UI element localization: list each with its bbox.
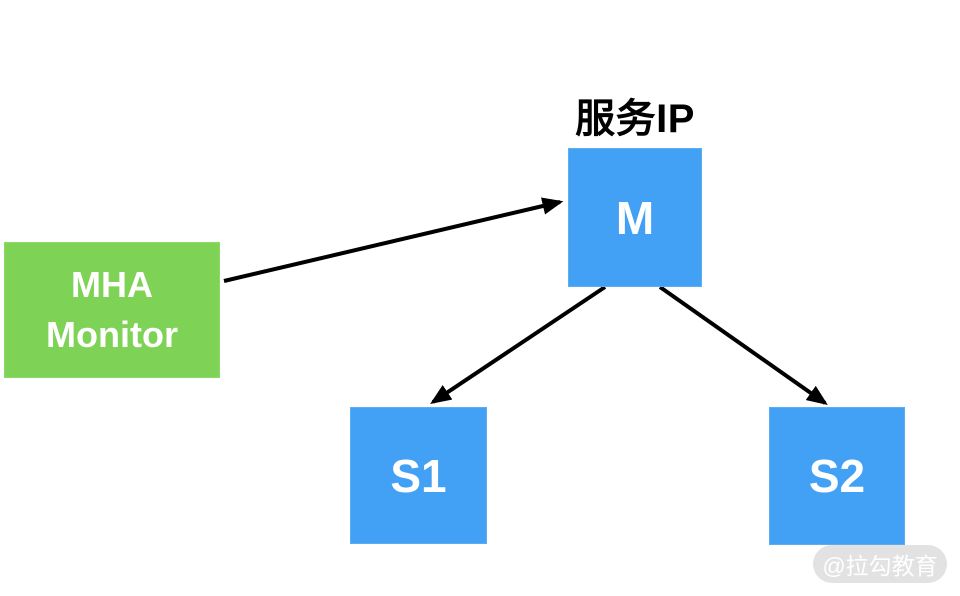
- node-slave1-label: S1: [390, 449, 447, 502]
- watermark-badge: @拉勾教育: [813, 545, 947, 583]
- diagram-title: 服务IP: [575, 97, 695, 141]
- node-mha-monitor: MHA Monitor: [4, 242, 220, 378]
- arrow-monitor-to-master: [223, 197, 564, 283]
- node-master-label: M: [615, 191, 655, 244]
- node-master: M: [568, 148, 702, 287]
- node-slave1: S1: [350, 407, 487, 544]
- node-slave2-label: S2: [808, 450, 866, 502]
- node-mha-monitor-label-line1: MHA: [71, 264, 153, 306]
- node-mha-monitor-label-line2: Monitor: [46, 314, 178, 355]
- watermark-text: @拉勾教育: [822, 553, 938, 579]
- arrow-master-to-slave2: [658, 285, 828, 406]
- arrow-master-to-slave1: [430, 285, 607, 404]
- node-mha-monitor-label: MHA Monitor: [46, 260, 178, 359]
- node-slave2: S2: [769, 407, 905, 545]
